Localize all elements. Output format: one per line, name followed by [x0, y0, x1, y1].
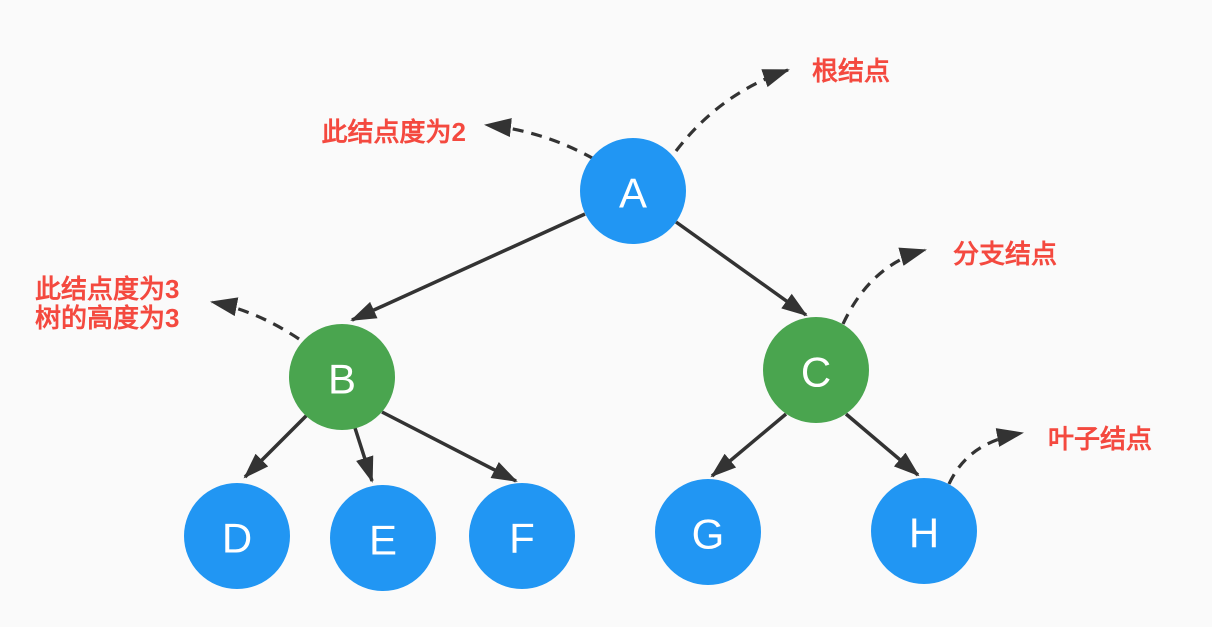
node-A: A	[580, 138, 686, 244]
node-B-circle	[289, 324, 395, 430]
annotation-degree-3-line1: 此结点度为3	[35, 274, 179, 304]
node-G-label: G	[692, 511, 725, 558]
edge-A-B	[350, 212, 586, 322]
node-E: E	[330, 485, 436, 591]
annotation-branch-node: 分支结点	[953, 239, 1057, 269]
node-C: C	[763, 317, 869, 423]
annotation-arrow-leaf	[947, 428, 1024, 485]
node-G: G	[655, 479, 761, 585]
annotation-arrow-degree3	[210, 297, 300, 341]
edge-B-E	[353, 427, 374, 483]
node-F-circle	[469, 483, 575, 589]
annotation-leaf-node: 叶子结点	[1048, 424, 1152, 454]
node-H-circle	[871, 478, 977, 584]
annotation-arrow-branch	[841, 247, 927, 325]
edge-A-C	[674, 220, 808, 317]
annotation-root-node: 根结点	[812, 56, 890, 86]
node-H-label: H	[909, 510, 939, 557]
node-C-label: C	[801, 349, 831, 396]
annotation-degree-2: 此结点度为2	[322, 117, 466, 147]
node-H: H	[871, 478, 977, 584]
node-F: F	[469, 483, 575, 589]
edge-B-F	[381, 410, 518, 483]
annotation-arrows	[210, 68, 1024, 485]
edge-C-G	[710, 412, 788, 478]
node-A-circle	[580, 138, 686, 244]
node-E-label: E	[369, 517, 397, 564]
annotation-labels: 根结点 此结点度为2 此结点度为3 树的高度为3 分支结点 叶子结点	[35, 56, 1152, 454]
annotation-degree-3-line2: 树的高度为3	[35, 303, 179, 333]
annotation-arrow-root	[674, 68, 790, 152]
node-B-label: B	[328, 356, 356, 403]
edge-B-D	[243, 411, 311, 479]
node-D-label: D	[222, 515, 252, 562]
node-D: D	[184, 483, 290, 589]
node-A-label: A	[619, 170, 647, 217]
node-C-circle	[763, 317, 869, 423]
node-E-circle	[330, 485, 436, 591]
annotation-arrow-degree2	[484, 118, 595, 161]
tree-edges	[243, 212, 920, 483]
node-B: B	[289, 324, 395, 430]
node-D-circle	[184, 483, 290, 589]
node-G-circle	[655, 479, 761, 585]
node-F-label: F	[509, 515, 535, 562]
edge-C-H	[844, 412, 920, 477]
tree-nodes: A B C D E F G	[184, 138, 977, 591]
